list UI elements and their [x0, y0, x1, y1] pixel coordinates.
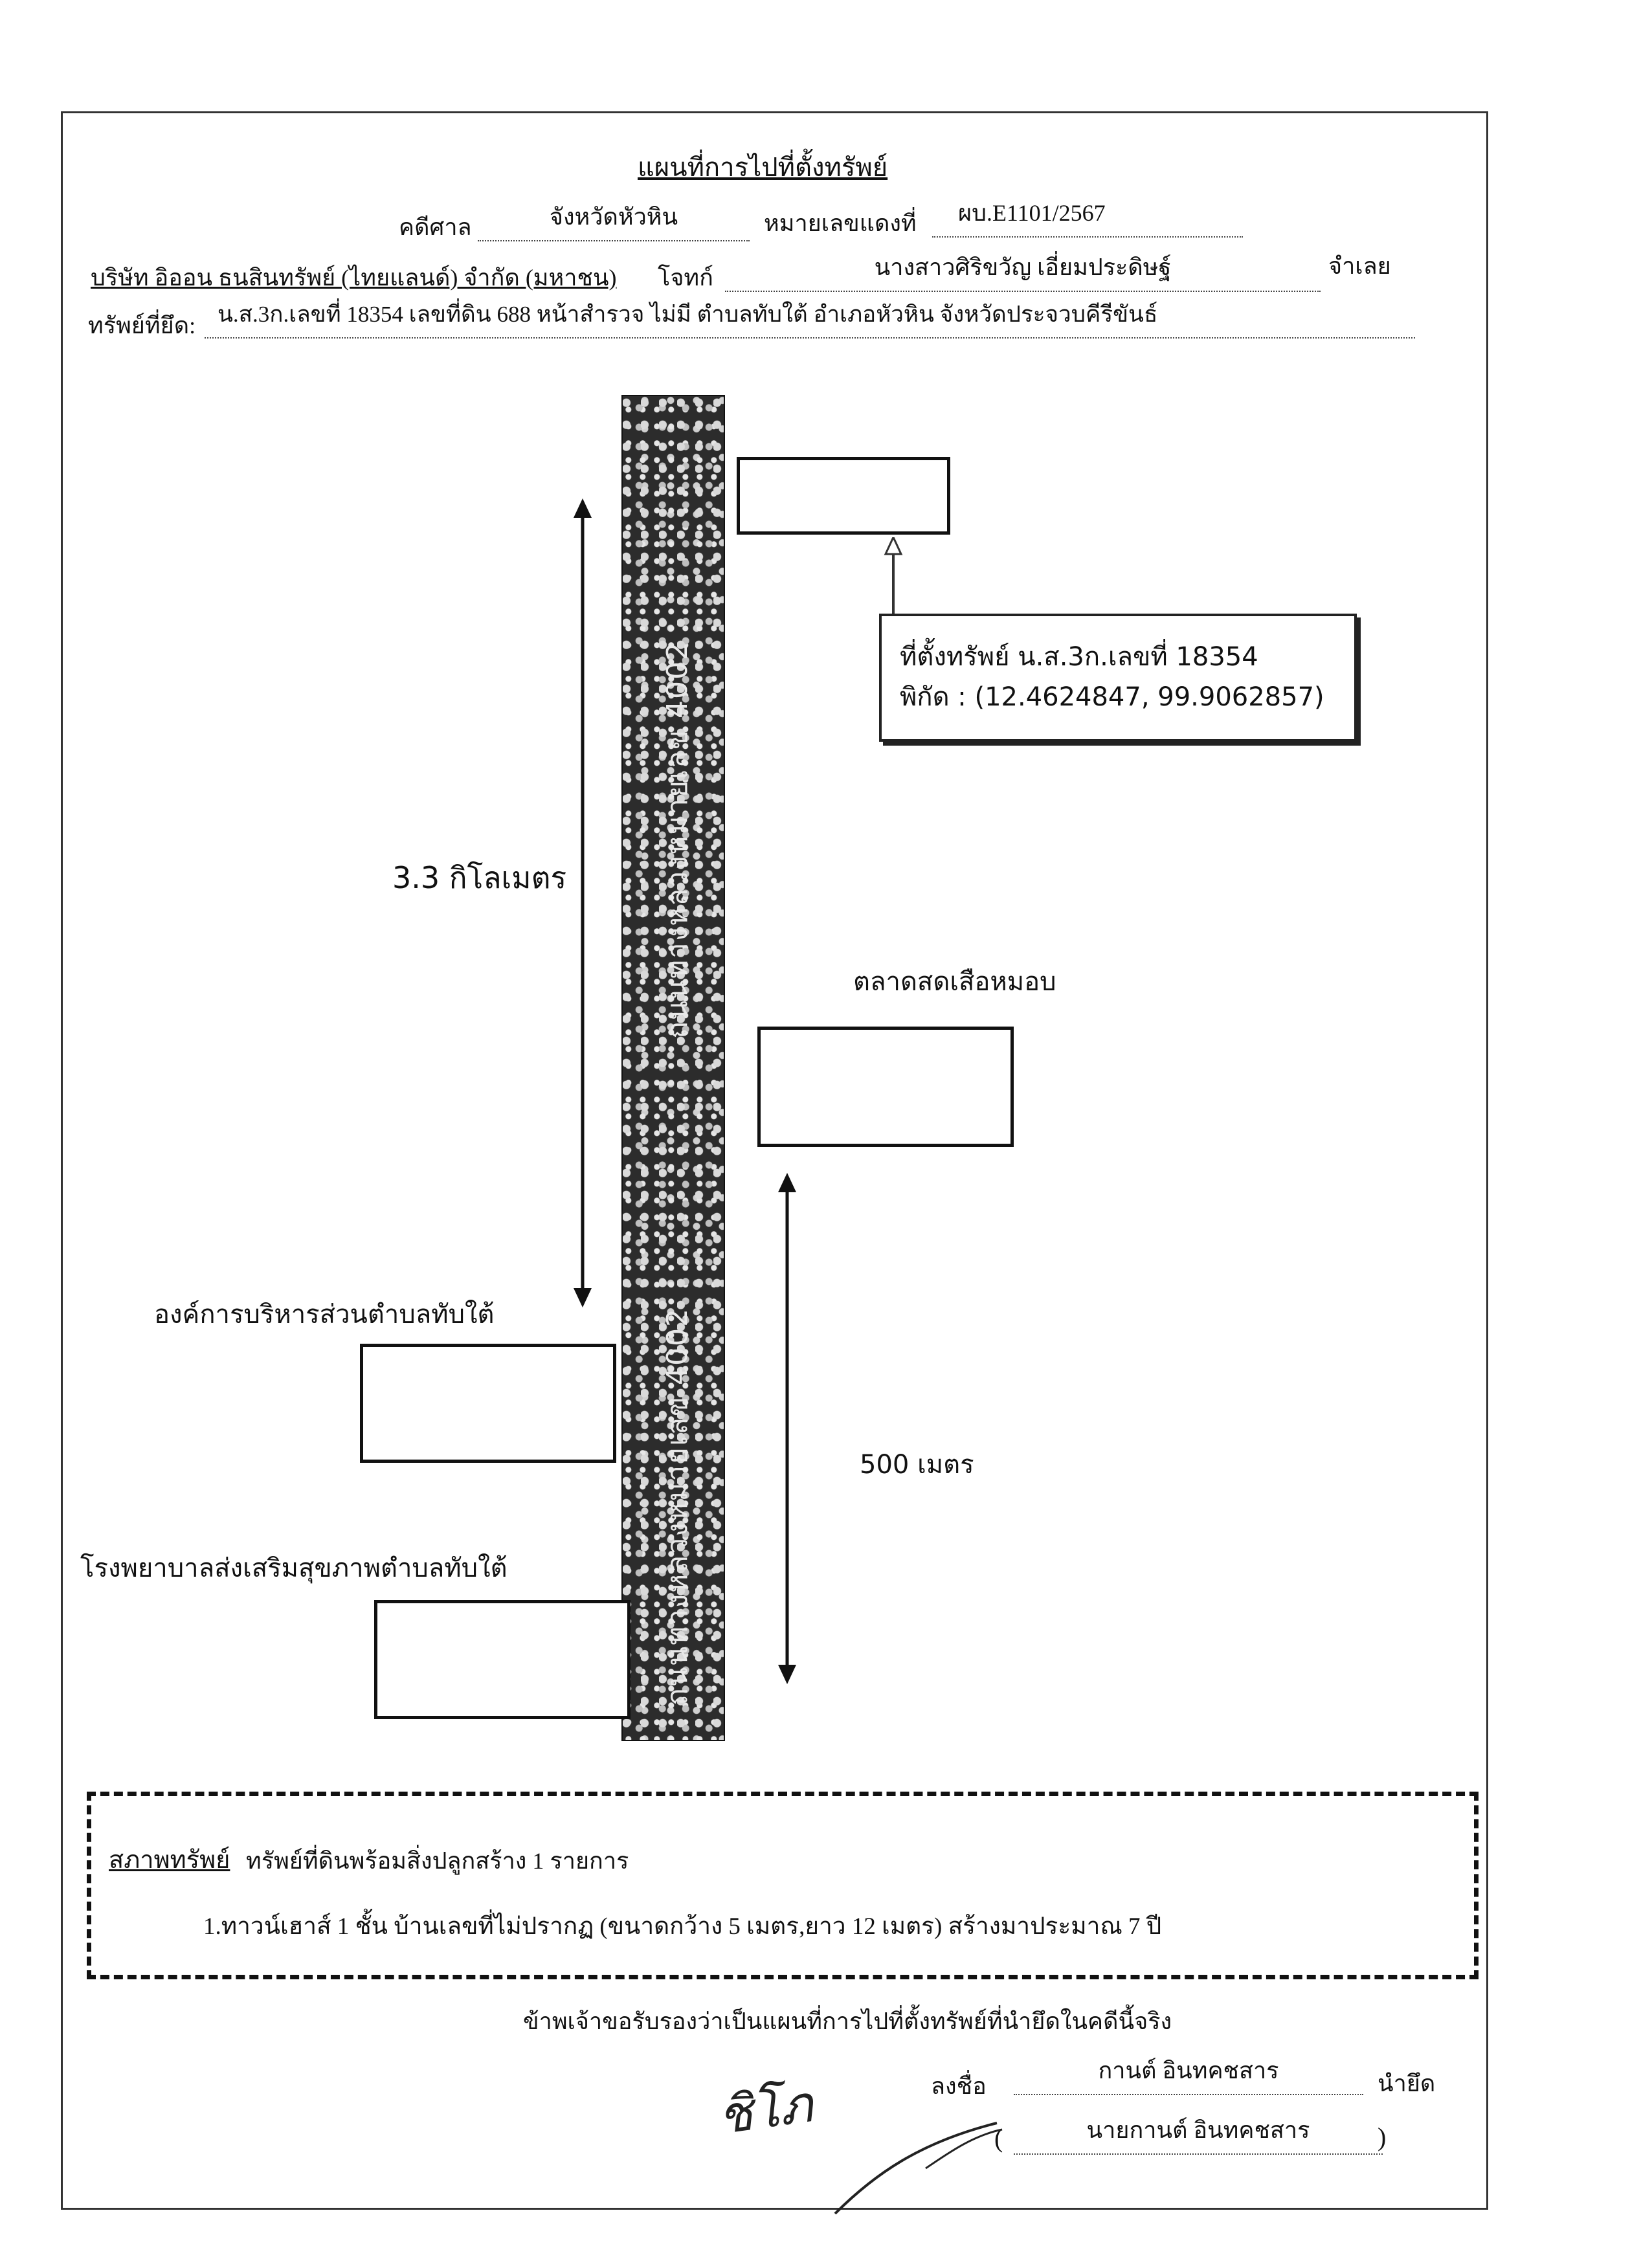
location-callout-line2: พิกัด : (12.4624847, 99.9062857)	[900, 682, 1324, 712]
location-callout-box: ที่ตั้งทรัพย์ น.ส.3ก.เลขที่ 18354 พิกัด …	[879, 614, 1357, 742]
asset-label: ทรัพย์ที่ยึด:	[88, 313, 196, 339]
condition-label: สภาพทรัพย์	[109, 1847, 230, 1874]
tao-box	[360, 1344, 616, 1463]
asset-condition-box	[87, 1792, 1479, 1979]
handwritten-signature: ชิโภ	[714, 2074, 1003, 2215]
plaintiff-role: โจทก์	[658, 265, 713, 291]
hospital-box	[374, 1600, 631, 1719]
case-no-label: หมายเลขแดงที่	[764, 210, 917, 236]
court-label: คดีศาล	[399, 214, 472, 240]
market-box	[757, 1027, 1014, 1147]
signer-name: กานต์ อินทคชสาร	[1014, 2052, 1363, 2095]
svg-text:ชิโภ: ชิโภ	[714, 2074, 819, 2146]
printed-name: นายกานต์ อินทคชสาร	[1014, 2111, 1383, 2155]
document-frame	[61, 111, 1488, 2210]
landmark-market-label: ตลาดสดเสือหมอบ	[853, 967, 1056, 997]
road-label-top: ถนนทางหลวงหมายเลข 4002	[661, 641, 694, 1039]
document-title: แผนที่การไปที่ตั้งทรัพย์	[638, 153, 888, 182]
condition-summary: ทรัพย์ที่ดินพร้อมสิ่งปลูกสร้าง 1 รายการ	[246, 1848, 629, 1874]
distance-arrow-short	[778, 1173, 796, 1684]
highway-4002-road	[621, 395, 725, 1741]
plaintiff-name: บริษัท อิออน ธนสินทรัพย์ (ไทยแลนด์) จำกั…	[91, 265, 617, 291]
distance-label-short: 500 เมตร	[860, 1450, 974, 1480]
signer-role: นำยึด	[1378, 2071, 1436, 2096]
case-no-value: ผบ.E1101/2567	[932, 194, 1243, 238]
certification-statement: ข้าพเจ้าขอรับรองว่าเป็นแผนที่การไปที่ตั้…	[523, 2008, 1172, 2034]
printed-name-close-paren: )	[1378, 2122, 1387, 2151]
asset-value: น.ส.3ก.เลขที่ 18354 เลขที่ดิน 688 หน้าสำ…	[205, 296, 1415, 339]
location-callout-line1: ที่ตั้งทรัพย์ น.ส.3ก.เลขที่ 18354	[900, 642, 1258, 672]
sign-label: ลงชื่อ	[931, 2073, 987, 2099]
condition-item-1: 1.ทาวน์เฮาส์ 1 ชั้น บ้านเลขที่ไม่ปรากฏ (…	[203, 1913, 1162, 1940]
distance-arrow-long	[574, 498, 592, 1307]
defendant-role: จำเลย	[1328, 253, 1391, 279]
court-value: จังหวัดหัวหิน	[478, 198, 750, 241]
distance-label-long: 3.3 กิโลเมตร	[392, 860, 567, 895]
property-location-box	[737, 457, 950, 535]
road-label-bottom: ถนนทางหลวงหมายเลข 4002	[661, 1307, 694, 1706]
landmark-hospital-label: โรงพยาบาลส่งเสริมสุขภาพตำบลทับใต้	[80, 1553, 508, 1583]
defendant-name: นางสาวศิริขวัญ เอี่ยมประดิษฐ์	[725, 249, 1321, 292]
landmark-tao-label: องค์การบริหารส่วนตำบลทับใต้	[154, 1300, 495, 1329]
